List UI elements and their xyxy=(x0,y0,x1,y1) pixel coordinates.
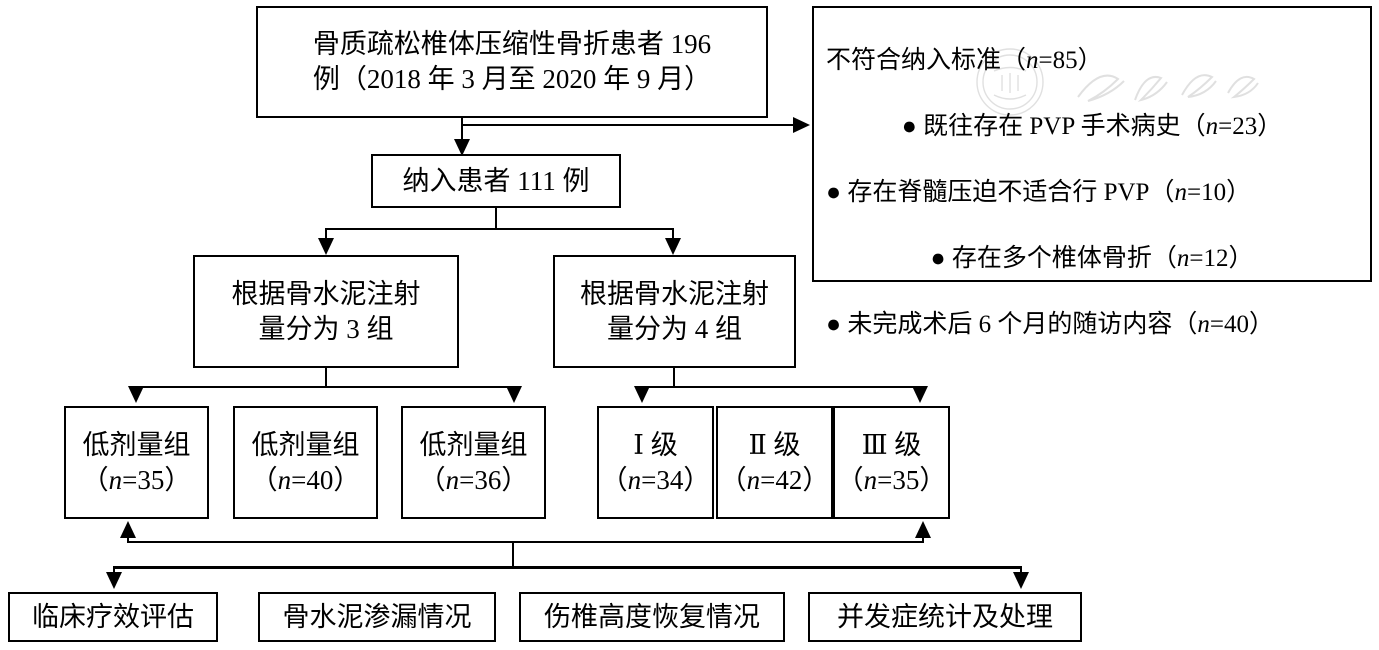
arrow-into-outcome-1 xyxy=(106,572,122,589)
exclusion-item-3: ● 存在多个椎体骨折（n=12） xyxy=(930,245,1254,272)
arrow-into-enrolled xyxy=(454,139,470,156)
collector-lower-right-drop xyxy=(1020,566,1022,576)
connector-group-right-down xyxy=(673,368,675,388)
connector-enrolled-down xyxy=(495,208,497,230)
exclusion-criteria-box: 不符合纳入标准（n=85） ● 既往存在 PVP 手术病史（n=23） ● 存在… xyxy=(812,6,1372,337)
dose-group-count: （n=40） xyxy=(250,464,361,495)
dose-group-name: 低剂量组 xyxy=(251,429,360,460)
arrow-into-group-right xyxy=(665,238,681,255)
source-population-box: 骨质疏松椎体压缩性骨折患者 196 例（2018 年 3 月至 2020 年 9… xyxy=(256,6,768,118)
arrow-into-grade-group-1 xyxy=(634,386,650,403)
dose-group-box: 低剂量组 （n=36） xyxy=(401,406,546,519)
outcome-box: 临床疗效评估 xyxy=(8,592,218,642)
group-left-line-1: 根据骨水泥注射 xyxy=(231,278,421,309)
dose-group-box: 低剂量组 （n=40） xyxy=(233,406,378,519)
connector-group-left-split xyxy=(135,386,515,388)
arrow-up-into-grade-group-3 xyxy=(915,521,931,538)
connector-group-right-split xyxy=(641,386,921,388)
grade-group-name: Ⅲ 级 xyxy=(861,429,922,460)
outcome-box: 伤椎高度恢复情况 xyxy=(519,592,785,642)
collector-bar-upper xyxy=(127,541,924,543)
collector-upper-left-riser xyxy=(127,535,129,543)
grouping-box-grade: 根据骨水泥注射 量分为 4 组 xyxy=(553,255,796,368)
grade-group-count: （n=34） xyxy=(600,464,711,495)
arrow-into-outcome-4 xyxy=(1013,572,1029,589)
outcome-label: 骨水泥渗漏情况 xyxy=(282,601,472,632)
grade-group-name: Ⅱ 级 xyxy=(748,429,801,460)
outcome-box: 骨水泥渗漏情况 xyxy=(258,592,496,642)
grade-group-count: （n=35） xyxy=(836,464,947,495)
grade-group-name: Ⅰ 级 xyxy=(633,429,678,460)
enrolled-label: 纳入患者 111 例 xyxy=(402,165,590,196)
enrolled-patients-box: 纳入患者 111 例 xyxy=(371,154,621,208)
exclusion-item-1: ● 既往存在 PVP 手术病史（n=23） xyxy=(901,113,1283,140)
dose-group-name: 低剂量组 xyxy=(82,429,191,460)
arrow-into-grade-group-3 xyxy=(912,386,928,403)
collector-upper-right-riser xyxy=(922,535,924,543)
arrow-into-dose-group-3 xyxy=(506,386,522,403)
collector-lower-left-drop xyxy=(113,566,115,576)
arrow-into-dose-group-1 xyxy=(128,386,144,403)
source-line-2: 例（2018 年 3 月至 2020 年 9 月） xyxy=(312,64,712,94)
arrow-into-exclusion xyxy=(793,117,810,133)
connector-right-branch xyxy=(672,228,674,244)
collector-link xyxy=(512,541,514,568)
source-line-1: 骨质疏松椎体压缩性骨折患者 196 xyxy=(312,29,712,60)
exclusion-item-4: ● 未完成术后 6 个月的随访内容（n=40） xyxy=(826,311,1274,338)
outcome-label: 临床疗效评估 xyxy=(32,601,194,632)
grade-group-count: （n=42） xyxy=(719,464,830,495)
collector-bar-lower xyxy=(113,566,1022,569)
dose-group-box: 低剂量组 （n=35） xyxy=(64,406,209,519)
group-right-line-2: 量分为 4 组 xyxy=(607,313,742,344)
arrow-into-group-left xyxy=(318,238,334,255)
arrow-up-into-dose-group-1 xyxy=(120,521,136,538)
outcome-label: 伤椎高度恢复情况 xyxy=(544,601,760,632)
grade-group-box: Ⅲ 级 （n=35） xyxy=(833,406,950,519)
grade-group-box: Ⅱ 级 （n=42） xyxy=(716,406,833,519)
dose-group-count: （n=36） xyxy=(418,464,529,495)
outcome-label: 并发症统计及处理 xyxy=(837,601,1053,632)
connector-to-exclusion xyxy=(461,124,795,126)
group-right-line-1: 根据骨水泥注射 xyxy=(580,278,769,309)
dose-group-count: （n=35） xyxy=(81,464,192,495)
connector-enrolled-split xyxy=(325,228,674,230)
grade-group-box: Ⅰ 级 （n=34） xyxy=(597,406,714,519)
group-left-line-2: 量分为 3 组 xyxy=(258,313,394,344)
connector-left-branch xyxy=(325,228,327,244)
exclusion-heading: 不符合纳入标准（n=85） xyxy=(826,47,1103,74)
connector-group-left-down xyxy=(325,368,327,388)
outcome-box: 并发症统计及处理 xyxy=(808,592,1082,642)
grouping-box-dose: 根据骨水泥注射 量分为 3 组 xyxy=(193,255,459,368)
connector-source-down xyxy=(461,118,463,145)
exclusion-item-2: ● 存在脊髓压迫不适合行 PVP（n=10） xyxy=(826,179,1252,206)
dose-group-name: 低剂量组 xyxy=(419,429,528,460)
